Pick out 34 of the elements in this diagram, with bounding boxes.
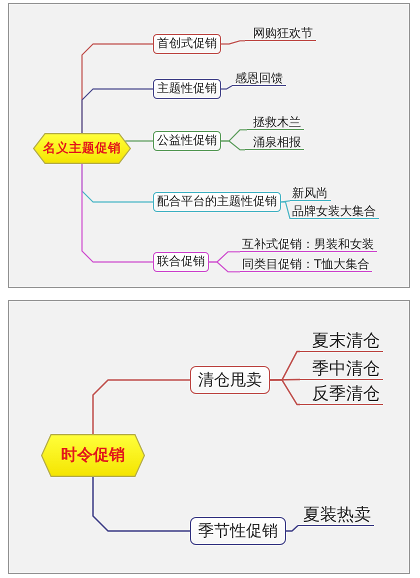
connector-line (221, 40, 245, 45)
subtopic-label: 季中清仓 (300, 360, 383, 380)
topic-box: 配合平台的主题性促销 (153, 192, 281, 212)
topic-box: 联合促销 (153, 252, 209, 272)
connector-line (281, 201, 291, 220)
subtopic-label: 涌泉相报 (245, 135, 304, 150)
central-topic-hexagon: 时令促销 (41, 434, 145, 477)
connector-line (221, 85, 233, 90)
subtopic-label: 反季清仓 (300, 385, 383, 406)
connector-line (81, 88, 153, 133)
connector-line (270, 379, 300, 406)
subtopic-label: 拯救木兰 (247, 115, 304, 130)
connector-line (209, 261, 240, 272)
subtopic-label: 新风尚 (290, 186, 331, 202)
topic-box: 首创式促销 (153, 34, 221, 54)
topic-box: 公益性促销 (153, 131, 221, 151)
topic-box: 季节性促销 (190, 517, 286, 545)
topic-box: 主题性促销 (153, 79, 221, 99)
subtopic-label: 品牌女装大集合 (290, 204, 379, 220)
subtopic-label: 感恩回馈 (232, 71, 286, 86)
subtopic-label: 夏末清仓 (300, 332, 383, 352)
connector-line (92, 379, 190, 434)
subtopic-label: 同类目促销：T恤大集合 (240, 257, 372, 272)
connector-line (286, 524, 299, 532)
topic-box: 清仓甩卖 (190, 366, 270, 394)
connector-line (92, 477, 190, 532)
subtopic-label: 网购狂欢节 (245, 26, 316, 42)
connector-line (221, 140, 245, 150)
subtopic-label: 夏装热卖 (298, 506, 374, 526)
connector-line (81, 164, 153, 263)
connector-line (270, 378, 300, 381)
connector-line (125, 140, 153, 142)
subtopic-label: 互补式促销：男装和女装 (240, 237, 377, 252)
connector-line (280, 200, 290, 203)
